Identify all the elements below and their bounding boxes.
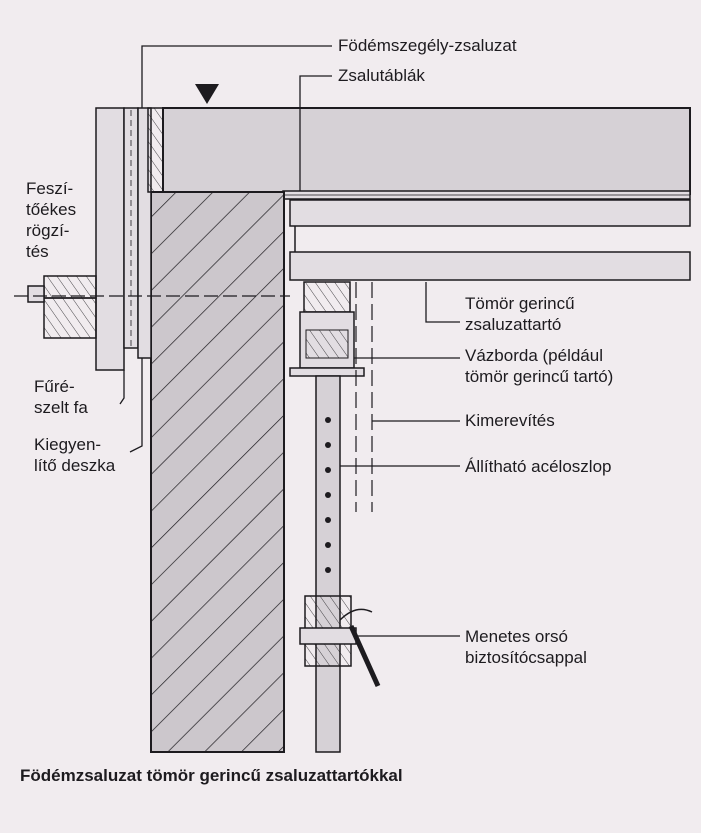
edge-formwork [95,107,164,371]
concrete-slab [162,107,691,195]
edge-formwork-label: Födémszegély-zsaluzat [338,36,517,55]
sawn-timber-label: Fűré- szelt fa [34,377,88,417]
bracing-label: Kimerevítés [465,411,555,430]
solid-girder-label: Tömör gerincű zsaluzattartó [465,294,575,334]
thread-spindle-label: Menetes orsó biztosítócsappal [465,627,587,667]
level-marker-icon [195,84,219,104]
figure-caption: Födémzsaluzat tömör gerincű zsaluzattart… [20,766,403,785]
adjustable-steel-prop [299,375,381,753]
adjustable-prop-label: Állítható acéloszlop [465,457,612,476]
bracing [355,282,373,512]
frame-rib-label: Vázborda (például tömör gerincű tartó) [465,346,614,386]
wedge-tension-fixing [14,275,290,339]
frame-rib [289,281,365,377]
tension-fixing-label: Feszí- tőékes rögzí- tés [26,179,77,261]
leader-lines [119,45,460,637]
solid-web-girder [289,199,691,281]
leveling-board-label: Kiegyen- lítő deszka [34,435,116,475]
masonry-wall [150,191,285,753]
formwork-panels-label: Zsalutáblák [338,66,425,85]
formwork-panels [282,190,691,200]
